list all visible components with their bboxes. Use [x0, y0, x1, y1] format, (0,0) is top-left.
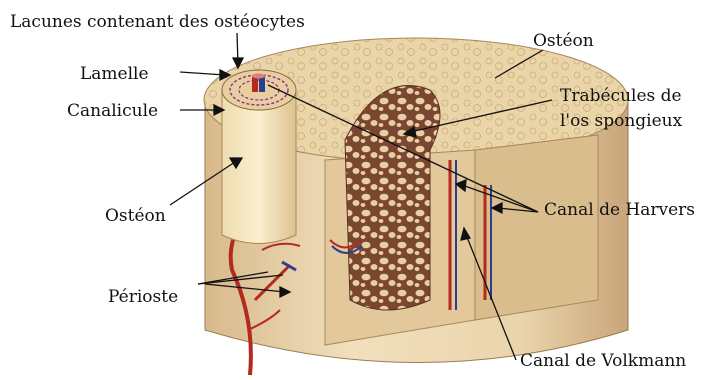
trabecules-label-line2: l'os spongieux: [560, 111, 682, 131]
lacunes-label: Lacunes contenant des ostéocytes: [10, 12, 305, 32]
osteon-left-label: Ostéon: [105, 206, 166, 226]
canalicule-label: Canalicule: [67, 101, 158, 121]
canal-volkmann-label: Canal de Volkmann: [520, 351, 686, 371]
canal-harvers-label: Canal de Harvers: [544, 200, 695, 220]
trabecules-label-line1: Trabécules de: [560, 86, 682, 106]
lamelle-label: Lamelle: [80, 64, 149, 84]
periost-label: Périoste: [108, 287, 178, 307]
osteon-top-label: Ostéon: [533, 31, 594, 51]
